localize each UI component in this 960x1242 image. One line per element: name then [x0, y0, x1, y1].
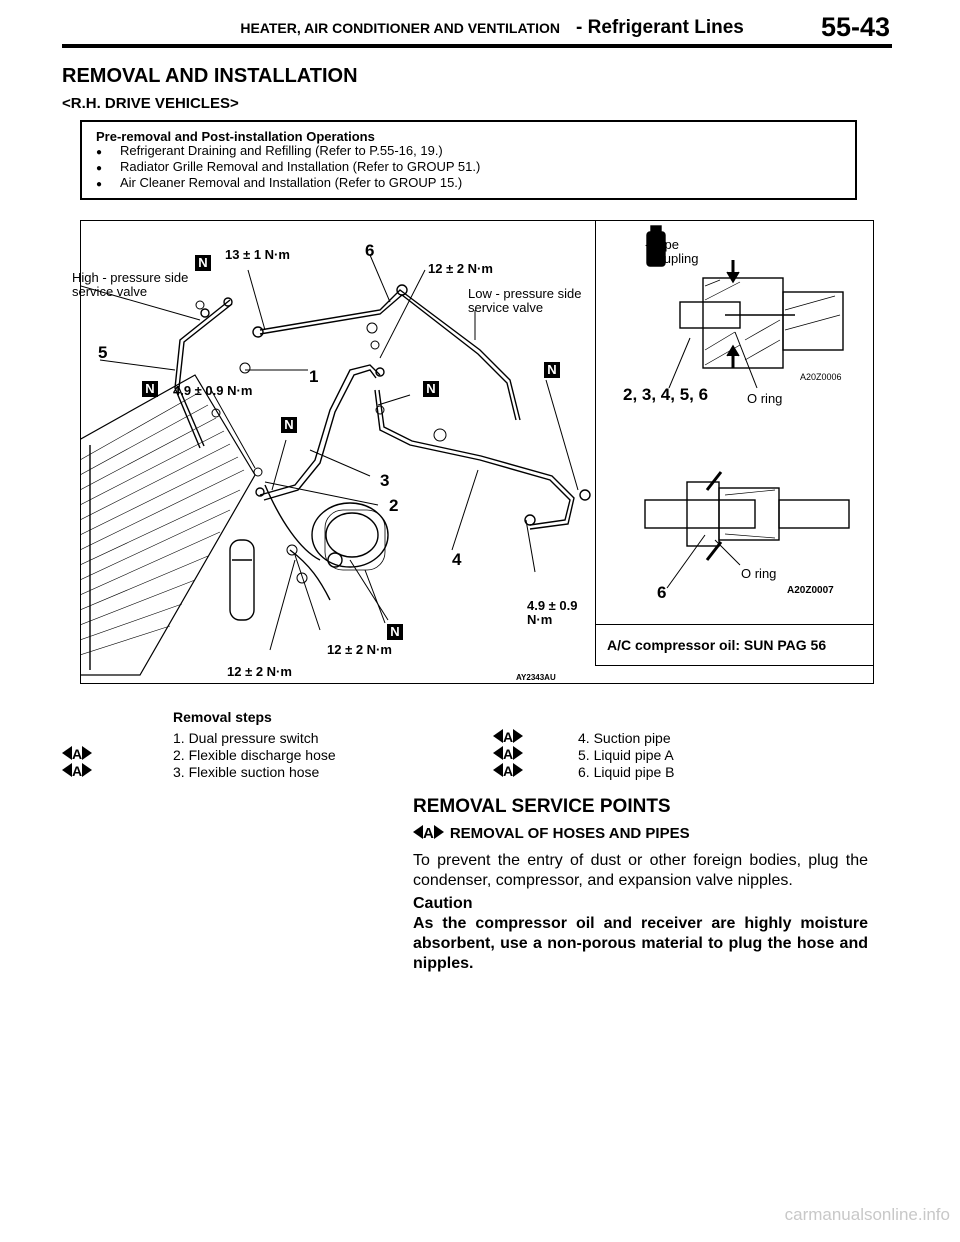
n-badge: N: [281, 417, 297, 433]
torque-label: 12 ± 2 N·m: [227, 664, 292, 679]
triangle-left-icon: [493, 729, 503, 743]
header-section: HEATER, AIR CONDITIONER AND VENTILATION: [240, 20, 560, 36]
torque-label: N·m: [527, 612, 553, 627]
condenser-drawing: [80, 374, 256, 676]
caution-text: As the compressor oil and receiver are h…: [413, 915, 868, 972]
pipe-coupling-illustration: [644, 225, 850, 589]
o-ring-label: O ring: [741, 566, 777, 581]
pipe-coupling-label: - Pipe: [645, 237, 679, 252]
removal-step: 3. Flexible suction hose: [173, 764, 320, 780]
part-number-6: 6: [657, 583, 667, 602]
torque-label: 4.9 ± 0.9 N·m: [173, 383, 253, 398]
part-number-3: 3: [380, 471, 390, 490]
low-pressure-label: service valve: [468, 300, 544, 315]
triangle-right-icon: [82, 763, 93, 777]
liquid-pipe-b-drawing: [252, 284, 521, 421]
part-number-6: 6: [365, 241, 375, 260]
watermark: carmanualsonline.info: [784, 1205, 950, 1224]
fittings-drawing: [195, 300, 447, 584]
part-number-1: 1: [309, 367, 319, 386]
triangle-left-icon: [62, 746, 72, 760]
header-subsection: - Refrigerant Lines: [576, 17, 744, 38]
service-tag: A: [62, 763, 93, 779]
triangle-left-icon: [413, 825, 423, 839]
high-pressure-label: service valve: [72, 284, 148, 299]
part-number-2: 2: [389, 496, 399, 515]
o-ring-label: O ring: [747, 391, 783, 406]
torque-label: 12 ± 2 N·m: [428, 261, 493, 276]
suction-pipe-drawing: [374, 389, 591, 530]
torque-label: 4.9 ± 0.9: [527, 598, 578, 613]
n-badge: N: [142, 381, 158, 397]
pre-removal-title: Pre-removal and Post-installation Operat…: [96, 129, 375, 144]
page-subtitle: <R.H. DRIVE VEHICLES>: [62, 95, 239, 112]
n-badge: N: [544, 362, 560, 378]
low-pressure-label: Low - pressure side: [468, 286, 582, 301]
compressor-drawing: [311, 502, 389, 571]
service-tag: A: [493, 729, 524, 745]
removal-step: 6. Liquid pipe B: [578, 764, 675, 780]
page-title: REMOVAL AND INSTALLATION: [62, 65, 358, 87]
removal-step: 2. Flexible discharge hose: [173, 747, 336, 763]
pre-removal-item: Refrigerant Draining and Refilling (Refe…: [96, 144, 855, 160]
high-pressure-label: High - pressure side: [72, 270, 189, 285]
triangle-right-icon: [82, 746, 93, 760]
triangle-right-icon: [513, 746, 524, 760]
torque-label: 12 ± 2 N·m: [327, 642, 392, 657]
page-number: 55-43: [820, 12, 890, 42]
removal-step: 4. Suction pipe: [578, 730, 671, 746]
pre-removal-item: Radiator Grille Removal and Installation…: [96, 160, 855, 176]
n-badge: N: [195, 255, 211, 271]
figure-code: A20Z0007: [787, 585, 834, 596]
leader-lines: [80, 254, 579, 651]
caution-title: Caution: [413, 895, 473, 912]
n-badge: N: [387, 624, 403, 640]
service-paragraph: To prevent the entry of dust or other fo…: [413, 852, 868, 889]
pipe-coupling-label: coupling: [650, 251, 699, 266]
removal-steps-heading: Removal steps: [173, 709, 272, 725]
triangle-left-icon: [493, 746, 503, 760]
triangle-right-icon: [433, 825, 444, 839]
triangle-left-icon: [62, 763, 72, 777]
part-numbers-label: 2, 3, 4, 5, 6: [623, 385, 709, 404]
service-tag: A: [62, 746, 93, 762]
figure-code: A20Z0006: [800, 372, 842, 382]
refrigerant-lines-illustration: [80, 254, 591, 676]
liquid-pipe-a-drawing: [174, 297, 233, 449]
triangle-right-icon: [513, 763, 524, 777]
pre-removal-box: Pre-removal and Post-installation Operat…: [80, 120, 857, 200]
inset-panel: [595, 220, 874, 666]
n-badge: N: [423, 381, 439, 397]
removal-step: 1. Dual pressure switch: [173, 730, 319, 746]
figure-code: AY2343AU: [516, 673, 556, 682]
torque-label: 13 ± 1 N·m: [225, 247, 290, 262]
service-points-heading: REMOVAL SERVICE POINTS: [413, 796, 671, 817]
pre-removal-item: Air Cleaner Removal and Installation (Re…: [96, 176, 855, 192]
compressor-oil-note: A/C compressor oil: SUN PAG 56: [595, 624, 874, 666]
part-number-4: 4: [452, 550, 462, 569]
triangle-right-icon: [513, 729, 524, 743]
service-tag: A: [493, 746, 524, 762]
part-number-5: 5: [98, 343, 108, 362]
header-rule: [62, 44, 892, 48]
removal-step: 5. Liquid pipe A: [578, 747, 674, 763]
triangle-left-icon: [493, 763, 503, 777]
service-tag: A: [493, 763, 524, 779]
